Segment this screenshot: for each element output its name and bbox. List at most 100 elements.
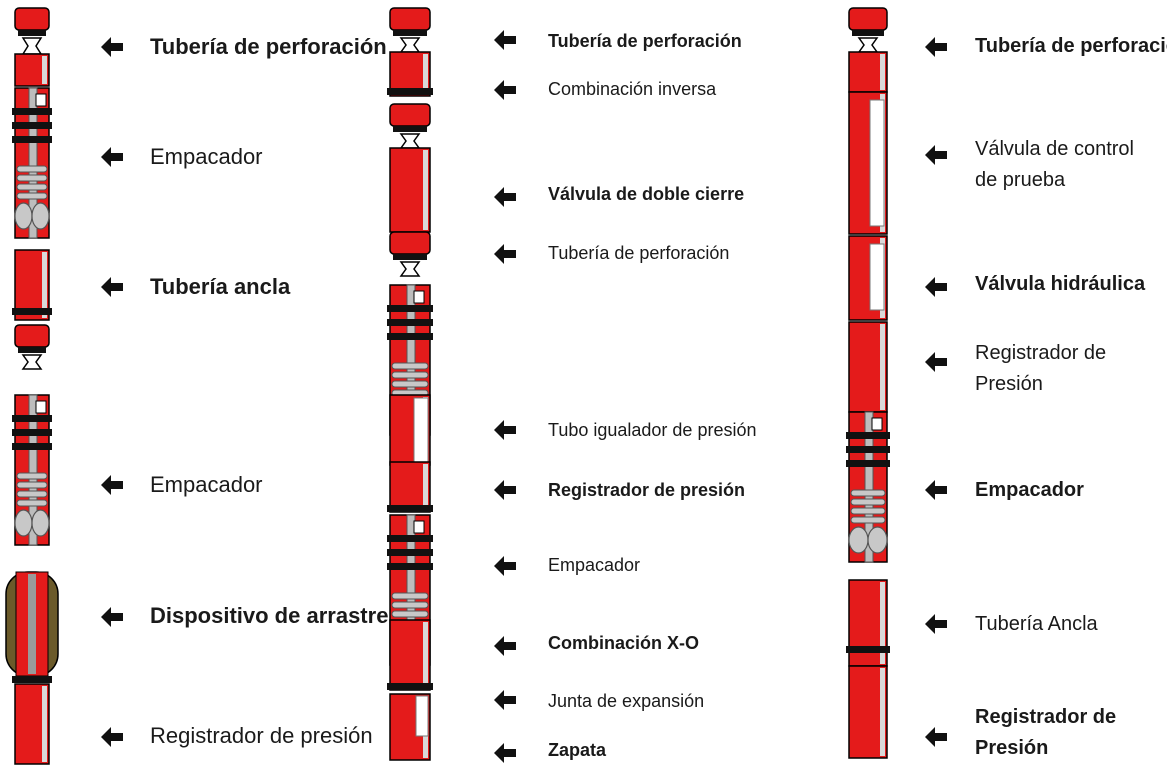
coupling-segment <box>389 103 431 127</box>
left-arrow-icon <box>494 30 516 50</box>
coupling-segment <box>14 324 50 348</box>
left-arrow-icon <box>494 743 516 763</box>
tube-highlight <box>423 464 428 510</box>
left-arrow-icon <box>925 352 947 372</box>
label-tuberia-de-perforacion: Tubería de perforación <box>150 34 387 59</box>
tube-highlight <box>42 686 47 762</box>
black-band <box>387 88 433 95</box>
packer-rubber <box>16 481 48 489</box>
neck-segment <box>21 37 43 55</box>
black-band <box>846 646 890 653</box>
joint-band <box>18 347 46 353</box>
packer-slip <box>871 417 883 431</box>
tube-highlight <box>42 56 47 84</box>
joint-band <box>18 30 46 36</box>
label-empacador: Empacador <box>150 144 263 169</box>
left-arrow-icon <box>494 80 516 100</box>
black-band <box>12 429 52 436</box>
packer-mandrel <box>28 87 38 239</box>
packer-rubber <box>391 362 429 370</box>
black-band <box>12 443 52 450</box>
black-band <box>387 683 433 690</box>
label-valvula-de-control-de-prueba: Válvula de control de prueba <box>975 138 1134 191</box>
black-band <box>387 535 433 542</box>
left-arrow-icon <box>925 480 947 500</box>
black-band <box>387 549 433 556</box>
packer-rubber <box>850 507 886 515</box>
left-arrow-icon <box>925 614 947 634</box>
packer-rubber <box>850 489 886 497</box>
left-arrow-icon <box>494 187 516 207</box>
label-tuberia-ancla: Tubería Ancla <box>975 613 1098 635</box>
left-arrow-icon <box>101 277 123 297</box>
black-band <box>387 505 433 512</box>
label-registrador-de-presion: Registrador de Presión <box>975 706 1117 759</box>
left-arrow-icon <box>925 727 947 747</box>
label-registrador-de-presion: Registrador de presión <box>548 480 746 500</box>
neck-segment <box>21 354 43 370</box>
label-registrador-de-presion: Registrador de presión <box>150 723 373 748</box>
coupling-segment <box>848 7 888 31</box>
packer-rubber <box>16 183 48 191</box>
joint-band <box>852 30 884 36</box>
packer-element <box>14 509 33 537</box>
black-band <box>846 446 890 453</box>
label-empacador: Empacador <box>150 472 263 497</box>
packer-rubber <box>16 472 48 480</box>
label-tuberia-ancla: Tubería ancla <box>150 274 291 299</box>
tube-highlight <box>880 668 885 756</box>
packer-rubber <box>16 192 48 200</box>
packer-rubber <box>391 592 429 600</box>
equalizer-window <box>413 397 429 463</box>
neck-segment <box>399 133 421 149</box>
tube-highlight <box>423 622 428 688</box>
label-valvula-hidraulica: Válvula hidráulica <box>975 273 1146 295</box>
packer-element <box>848 526 869 554</box>
tool-string-column-3 <box>846 7 890 759</box>
tube-highlight <box>423 150 428 230</box>
label-registrador-de-presion: Registrador de Presión <box>975 342 1107 395</box>
packer-rubber <box>850 498 886 506</box>
packer-mandrel <box>28 394 38 546</box>
label-valvula-de-doble-cierre: Válvula de doble cierre <box>548 184 745 204</box>
packer-element <box>31 202 50 230</box>
coupling-segment <box>14 7 50 31</box>
packer-rubber <box>16 174 48 182</box>
tool-string-column-1 <box>5 7 59 765</box>
drag-device-shaft <box>28 574 36 674</box>
black-band <box>12 108 52 115</box>
left-arrow-icon <box>925 277 947 297</box>
black-band <box>12 122 52 129</box>
label-combinacion-inversa: Combinación inversa <box>548 79 717 99</box>
left-arrow-icon <box>101 727 123 747</box>
left-arrow-icon <box>494 480 516 500</box>
packer-rubber <box>391 601 429 609</box>
tube-highlight <box>42 252 47 318</box>
packer-slip <box>413 520 425 534</box>
packer-rubber <box>391 371 429 379</box>
packer-rubber <box>391 380 429 388</box>
label-empacador: Empacador <box>548 555 641 575</box>
black-band <box>12 415 52 422</box>
black-band <box>846 460 890 467</box>
joint-band <box>393 126 427 132</box>
tube-highlight <box>423 54 428 94</box>
tube-highlight <box>880 582 885 664</box>
packer-element <box>867 526 888 554</box>
tool-string-column-2 <box>387 7 433 761</box>
left-arrow-icon <box>101 607 123 627</box>
tube-highlight <box>880 324 885 410</box>
label-tubo-igualador-de-presion: Tubo igualador de presión <box>548 420 757 440</box>
label-empacador: Empacador <box>975 479 1084 501</box>
label-zapata: Zapata <box>548 740 607 760</box>
packer-rubber <box>850 516 886 524</box>
packer-slip <box>35 93 47 107</box>
coupling-segment <box>389 231 431 255</box>
neck-segment <box>857 37 879 53</box>
left-arrow-icon <box>494 244 516 264</box>
label-tuberia-de-perforacion: Tubería de perforación <box>975 35 1167 57</box>
black-band <box>846 432 890 439</box>
left-arrow-icon <box>925 145 947 165</box>
valve-window <box>869 243 885 311</box>
